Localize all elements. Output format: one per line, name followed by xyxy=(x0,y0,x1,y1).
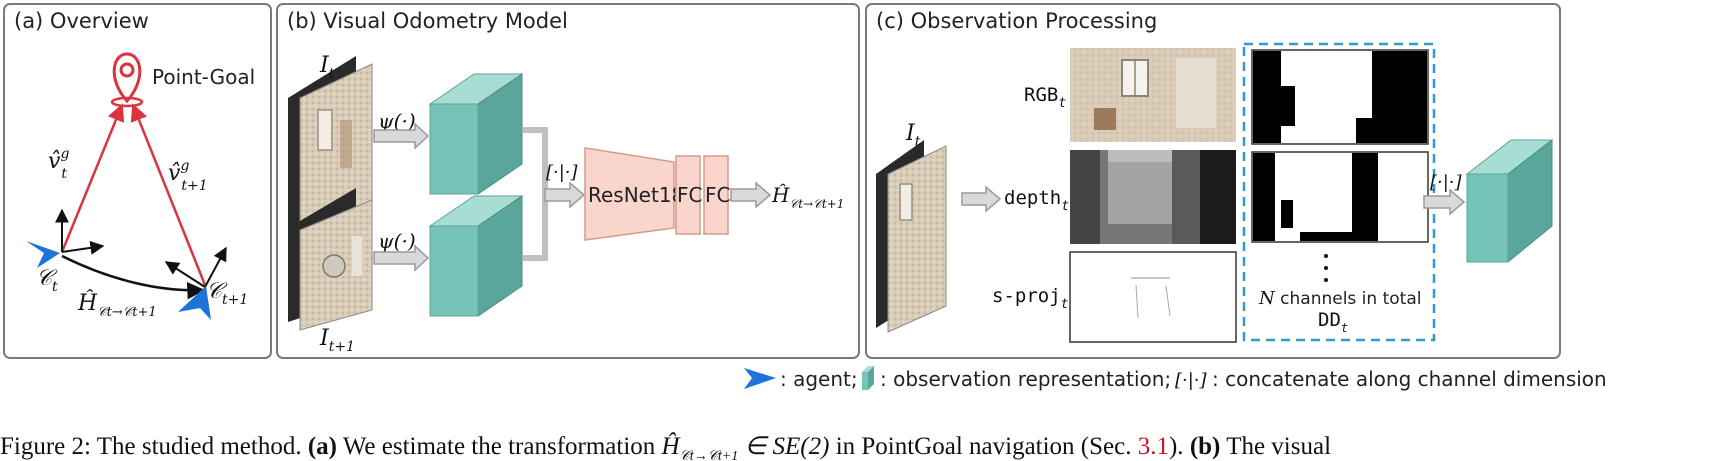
dd-dashed-box xyxy=(1242,42,1436,342)
agent-t-icon xyxy=(26,241,60,268)
output-h-label: Ĥ𝒞t→𝒞t+1 xyxy=(771,183,844,211)
caption-after-ref: ). xyxy=(1168,433,1184,460)
psi-top-arrow xyxy=(373,122,430,150)
panel-b-title: (b) Visual Odometry Model xyxy=(287,9,568,33)
concat-c-arrow xyxy=(1423,188,1466,216)
legend: : agent; : observation representation; [… xyxy=(744,366,1607,391)
legend-concat-symbol: [·|·] xyxy=(1175,370,1208,391)
it-label: It xyxy=(319,53,335,82)
psi-top-label: ψ(·) xyxy=(378,109,416,133)
agent-t1-icon xyxy=(178,286,211,320)
concat-c-label: [·|·] xyxy=(1430,172,1463,193)
feature-block-top xyxy=(428,73,524,195)
fc2-label: FC xyxy=(705,183,730,207)
panel-observation-processing: (c) Observation Processing It RGBt depth… xyxy=(865,3,1561,359)
resnet18-block xyxy=(584,147,675,241)
dd-channel-2-image xyxy=(1251,151,1429,243)
caption-ref-link[interactable]: 3.1 xyxy=(1137,433,1169,460)
psi-bottom-label: ψ(·) xyxy=(378,229,416,253)
trajectory-curve xyxy=(61,254,205,300)
legend-agent-icon xyxy=(744,368,776,389)
frame-t1-y-axis xyxy=(164,261,206,288)
rgb-image xyxy=(1070,48,1236,142)
caption-b-text: The visual xyxy=(1226,433,1332,460)
input-arrow-c xyxy=(961,185,1002,213)
sproj-label: s-projt xyxy=(992,285,1069,312)
concat-arrow xyxy=(544,181,586,209)
fc2-block xyxy=(703,155,729,235)
feature-block-bottom xyxy=(428,195,524,317)
panel-a-title: (a) Overview xyxy=(14,9,149,33)
legend-obs-text: : observation representation; xyxy=(880,367,1171,391)
dd-label: DDt xyxy=(1318,309,1348,335)
ellipsis-dot-3 xyxy=(1324,278,1328,282)
figure-caption: Figure 2: The studied method. (a) We est… xyxy=(0,432,1721,461)
h-transform-label: Ĥ𝒞t→𝒞t+1 xyxy=(77,289,157,320)
psi-bottom-arrow xyxy=(373,244,430,272)
resnet18-label: ResNet18 xyxy=(588,183,684,207)
ellipsis-dot-2 xyxy=(1324,266,1328,270)
legend-agent-text: : agent; xyxy=(780,367,858,391)
it1-label: It+1 xyxy=(319,326,355,355)
rgb-label: RGBt xyxy=(1024,84,1066,111)
concat-b-label: [·|·] xyxy=(546,162,579,183)
dd-channel-1-image xyxy=(1251,49,1429,145)
legend-concat-text: : concatenate along channel dimension xyxy=(1212,367,1607,391)
point-goal-label: Point-Goal xyxy=(152,65,255,89)
panel-c-title: (c) Observation Processing xyxy=(876,9,1157,33)
caption-math: Ĥ𝒞t→𝒞t+1 xyxy=(661,433,739,461)
frame-t1-x-axis xyxy=(204,246,227,288)
feature-block-c xyxy=(1465,138,1554,264)
image-it1-stack xyxy=(288,188,373,331)
frame-t-x-axis xyxy=(61,240,105,255)
depth-image xyxy=(1070,150,1236,244)
fc1-block xyxy=(675,155,701,235)
goal-vector-t1 xyxy=(130,103,207,286)
legend-observation-block-icon xyxy=(862,366,874,390)
panel-visual-odometry: (b) Visual Odometry Model It It+1 ψ(·) ψ… xyxy=(276,3,860,359)
goal-vector-t xyxy=(60,103,125,253)
channels-label: N channels in total xyxy=(1258,288,1421,309)
caption-figure: Figure 2: The studied method. xyxy=(0,433,302,460)
output-arrow xyxy=(730,181,772,209)
fc1-label: FC xyxy=(677,183,702,207)
caption-a-label: (a) xyxy=(307,433,337,460)
caption-b-label: (b) xyxy=(1189,433,1221,460)
point-goal-pin-icon xyxy=(110,52,144,108)
caption-tail: in PointGoal navigation (Sec. xyxy=(835,433,1132,460)
depth-label: deptht xyxy=(1004,187,1069,214)
ellipsis-dot-1 xyxy=(1324,254,1328,258)
image-it-stack-c xyxy=(876,140,947,333)
caption-a-text: We estimate the transformation xyxy=(342,433,656,460)
sproj-image xyxy=(1069,251,1237,343)
it-c-label: It xyxy=(905,121,921,150)
caption-se2: ∈ SE(2) xyxy=(744,433,830,460)
